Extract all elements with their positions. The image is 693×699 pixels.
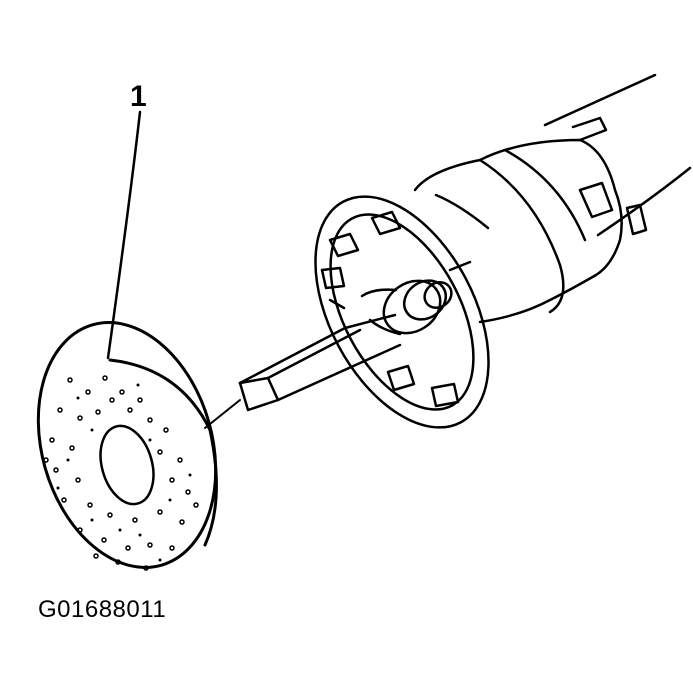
installation-guide-line [204, 399, 241, 429]
shaft-hub [360, 279, 453, 336]
pad-texture [43, 375, 199, 571]
callout-leader-line [106, 110, 142, 360]
callout-number: 1 [130, 80, 147, 113]
abrasive-pad [36, 321, 218, 569]
figure-id-label: G01688011 [38, 596, 167, 623]
column-housing [413, 138, 648, 324]
column-shaft [543, 73, 692, 237]
splined-shaft [238, 313, 402, 412]
lock-housing-ring [314, 195, 490, 429]
